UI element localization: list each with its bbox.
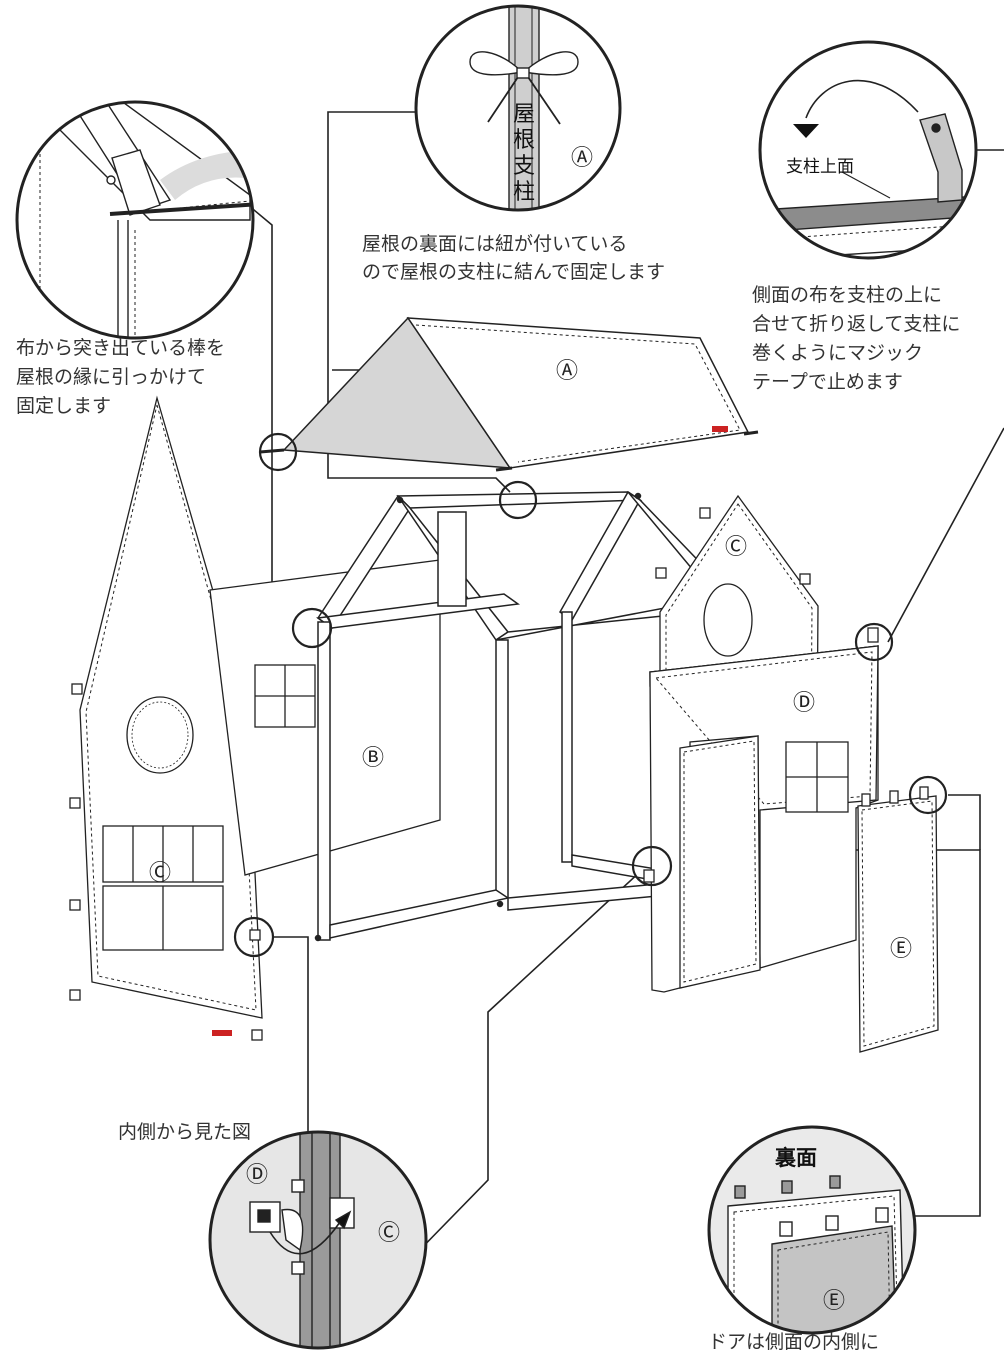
caption-rod-hook-line3: 固定します [16, 395, 112, 417]
label-c-left: Ⓒ [149, 861, 171, 886]
caption-rod-hook-line2: 屋根の縁に引っかけて [16, 366, 207, 388]
detail-roof-tie: 屋 根 支 柱 Ⓐ [414, 4, 622, 212]
caption-roof-tie-line1: 屋根の裏面には紐が付いている [362, 233, 628, 255]
line-top-roof [327, 111, 511, 493]
round-window [126, 696, 194, 774]
caption-rod-hook-line1: 布から突き出ている棒を [16, 337, 226, 359]
caption-side-wrap-line2: 合せて折り返して支柱に [752, 313, 961, 335]
pocket-grid [102, 825, 224, 951]
label-e-detail: Ⓔ [823, 1289, 845, 1314]
pillar-char-3: 支 [513, 154, 535, 179]
caption-side-wrap-line4: テープで止めます [752, 371, 903, 393]
detail-inside-view: Ⓓ Ⓒ [208, 1130, 428, 1350]
roof-panel-a [259, 316, 759, 472]
side-panel-c-left [69, 395, 263, 1041]
arrow-head-icon [793, 124, 819, 138]
label-a-roof: Ⓐ [556, 359, 578, 384]
detail-rod-hook [15, 100, 255, 340]
door-panel-e [857, 786, 939, 1053]
detail-back-side: 裏面 Ⓔ [707, 1125, 917, 1335]
pillar-top-label: 支柱上面 [786, 157, 854, 177]
label-c-right: Ⓒ [725, 535, 747, 560]
pillar-char-1: 屋 [513, 102, 535, 127]
line-bottom-center [407, 869, 643, 1263]
caption-side-wrap: 側面の布を支柱の上に 合せて折り返して支柱に 巻くようにマジック テープで止めま… [752, 281, 960, 397]
caption-inside-view-text: 内側から見た図 [118, 1121, 252, 1143]
line-topleft [247, 204, 299, 629]
callout-rings [233, 432, 948, 958]
caption-rod-hook: 布から突き出ている棒を 屋根の縁に引っかけて 固定します [16, 334, 225, 421]
label-d: Ⓓ [793, 691, 815, 716]
door-opening [679, 735, 761, 989]
detail-side-wrap: 支柱上面 [758, 40, 978, 260]
label-d-detail: Ⓓ [246, 1163, 268, 1188]
pillar-char-2: 根 [513, 128, 535, 153]
line-bottomleft [272, 936, 309, 1135]
back-side-title: 裏面 [774, 1146, 817, 1170]
label-b: Ⓑ [362, 746, 384, 771]
side-panel-d [643, 627, 879, 993]
label-c-detail: Ⓒ [378, 1221, 400, 1246]
line-door-top [948, 794, 981, 850]
square-window [254, 664, 316, 728]
d-window [785, 741, 849, 813]
part-labels: Ⓐ Ⓑ Ⓒ Ⓒ Ⓓ Ⓔ [149, 359, 912, 962]
label-e: Ⓔ [890, 937, 912, 962]
caption-roof-tie: 屋根の裏面には紐が付いている ので屋根の支柱に結んで固定します [362, 230, 665, 286]
caption-door: ドアは側面の内側に [708, 1328, 879, 1356]
line-right [887, 427, 1004, 643]
caption-inside-view: 内側から見た図 [118, 1118, 251, 1146]
label-a-detail: Ⓐ [571, 146, 593, 171]
pillar-char-4: 柱 [513, 180, 535, 205]
caption-side-wrap-line3: 巻くようにマジック [752, 342, 924, 364]
caption-roof-tie-line2: ので屋根の支柱に結んで固定します [362, 261, 666, 283]
caption-side-wrap-line1: 側面の布を支柱の上に [752, 284, 943, 306]
caption-door-text: ドアは側面の内側に [708, 1331, 880, 1353]
